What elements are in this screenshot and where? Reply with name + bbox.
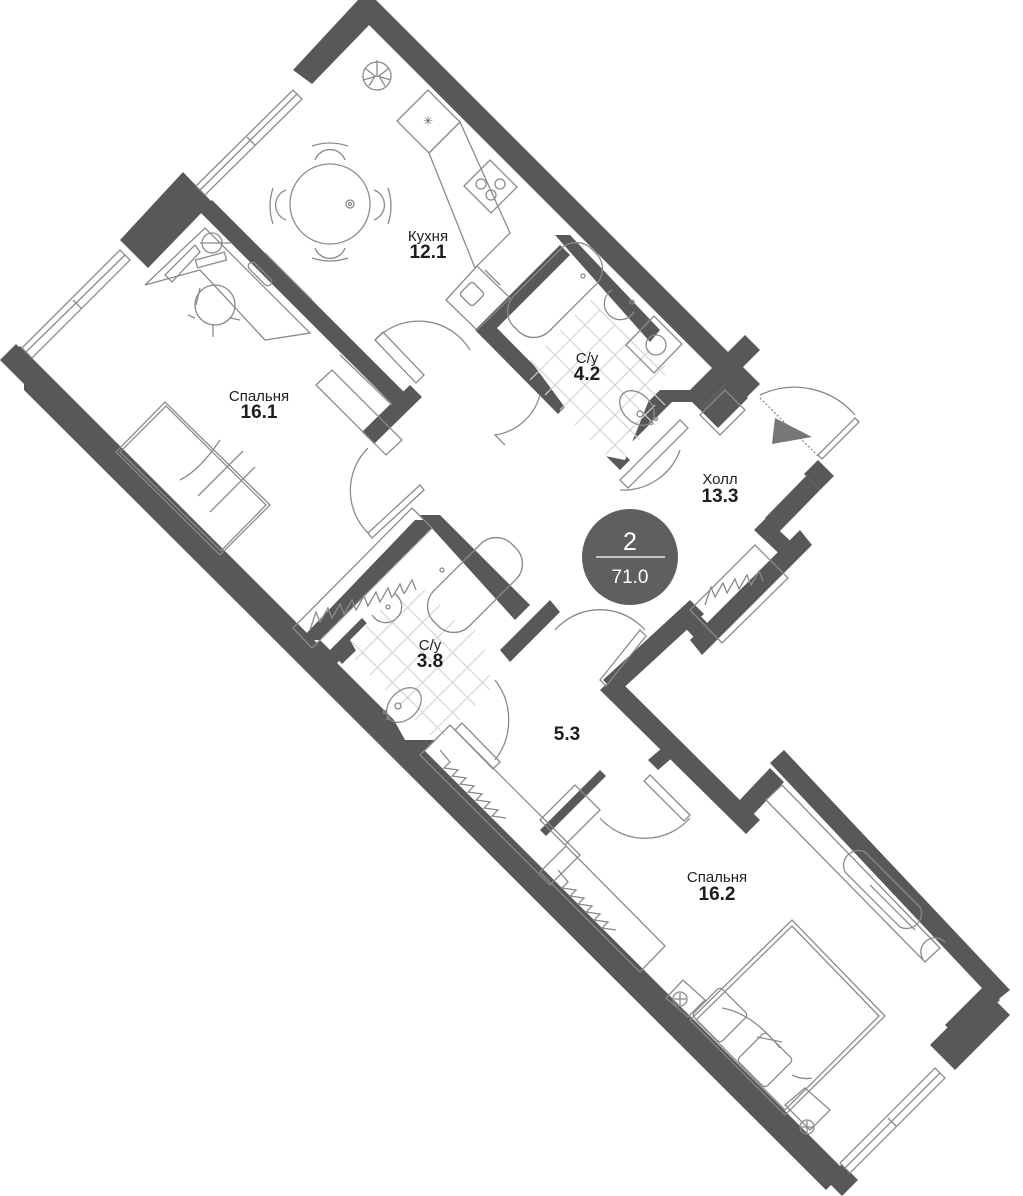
room-bedroom-1: Спальня 16.1: [229, 388, 289, 423]
room-name: С/у: [576, 350, 599, 367]
room-kitchen: Кухня 12.1: [408, 228, 448, 263]
wardrobe-bedroom-1-south: [292, 507, 433, 649]
room-name: Кухня: [408, 228, 448, 245]
washing-machine-icon: [625, 315, 683, 374]
door-kitchen: [374, 320, 471, 384]
room-area: 4.2: [574, 364, 600, 385]
door-bedroom-2: [599, 774, 691, 839]
room-corridor: 5.3: [554, 724, 580, 745]
room-bathroom-2: С/у 3.8: [417, 637, 443, 672]
room-area: 12.1: [410, 242, 447, 263]
bathtub-icon: [506, 241, 604, 339]
wardrobe-bedroom-2: [539, 845, 666, 973]
wardrobe-bedroom-1: [264, 252, 403, 456]
bed-icon: [115, 401, 271, 556]
room-bedroom-2: Спальня 16.2: [687, 869, 747, 905]
room-name: Спальня: [229, 388, 289, 405]
room-name: С/у: [419, 637, 442, 654]
room-area: 13.3: [702, 486, 739, 507]
window-bedroom-2: [839, 1067, 946, 1174]
bathtub-2-icon: [426, 536, 524, 634]
desk-icon: [144, 227, 312, 341]
stove-icon: [463, 159, 518, 214]
toilet-icon: [619, 390, 659, 426]
total-area: 71.0: [612, 567, 649, 588]
office-chair-icon: [187, 284, 241, 337]
room-area: 3.8: [417, 651, 443, 672]
room-name: Холл: [702, 471, 737, 488]
window-kitchen: [195, 89, 303, 196]
room-area: 16.1: [241, 402, 278, 423]
nightstand-icon: [665, 979, 706, 1018]
desk-bedroom-2: [765, 784, 946, 963]
entrance-arrow-icon: [772, 418, 812, 444]
room-hall: Холл 13.3: [702, 471, 739, 507]
window-bedroom-1: [21, 249, 131, 359]
door-bathroom-1: [493, 394, 689, 491]
washbasin-2-icon: [371, 592, 403, 624]
room-name: Спальня: [687, 869, 747, 886]
dining-table-icon: [269, 142, 392, 262]
washbasin-icon: [603, 289, 635, 321]
nightstand-2-icon: [784, 1087, 831, 1135]
countertop: [428, 120, 511, 270]
bed-2-icon: [689, 919, 886, 1116]
rooms-count: 2: [623, 528, 637, 556]
door-bedroom-1: [349, 447, 425, 539]
svg-text:✳: ✳: [423, 114, 433, 128]
sink-icon: [445, 265, 511, 331]
summary-badge: 2 71.0: [582, 509, 678, 605]
room-area: 5.3: [554, 724, 580, 745]
door-hall-corridor: [554, 609, 647, 687]
toilet-2-icon: [382, 687, 422, 723]
wardrobe-hall: [689, 544, 789, 644]
plant-icon: [362, 60, 392, 91]
room-area: 16.2: [699, 884, 736, 905]
shoe-cabinet: [699, 389, 746, 436]
wardrobe-corridor: [419, 724, 601, 886]
room-bathroom-1: С/у 4.2: [574, 350, 600, 385]
bathroom-2-tiles: [349, 589, 500, 740]
